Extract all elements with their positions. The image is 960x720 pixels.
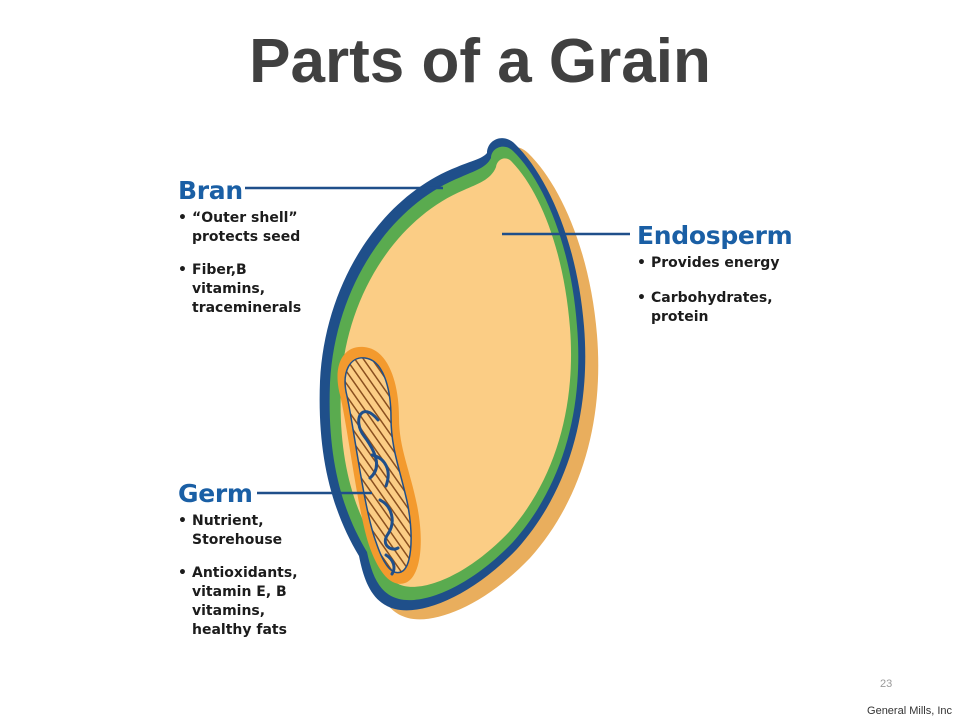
footer-credit: General Mills, Inc: [867, 705, 952, 717]
endosperm-heading: Endosperm: [637, 221, 793, 250]
bran-label: Bran •“Outer shell” protects seed •Fiber…: [178, 178, 328, 332]
page-number: 23: [880, 678, 893, 690]
germ-heading: Germ: [178, 479, 253, 508]
germ-bullet: •Nutrient, Storehouse: [178, 513, 283, 548]
bran-bullet: •“Outer shell” protects seed: [178, 210, 301, 245]
endosperm-bullets: •Provides energy •Carbohydrates, protein: [637, 254, 807, 327]
bran-bullets: •“Outer shell” protects seed •Fiber,B vi…: [178, 209, 328, 318]
germ-bullets: •Nutrient, Storehouse •Antioxidants, vit…: [178, 512, 328, 640]
bran-heading: Bran: [178, 176, 243, 205]
endosperm-bullet: •Carbohydrates, protein: [637, 290, 773, 325]
bran-bullet: •Fiber,B vitamins, traceminerals: [178, 262, 302, 316]
germ-bullet: •Antioxidants, vitamin E, B vitamins, he…: [178, 565, 298, 638]
endosperm-label: Endosperm •Provides energy •Carbohydrate…: [637, 223, 807, 343]
germ-label: Germ •Nutrient, Storehouse •Antioxidants…: [178, 481, 328, 654]
slide-title: Parts of a Grain: [249, 27, 711, 96]
endosperm-bullet: •Provides energy: [637, 255, 780, 271]
embryo-detail: [357, 410, 400, 576]
